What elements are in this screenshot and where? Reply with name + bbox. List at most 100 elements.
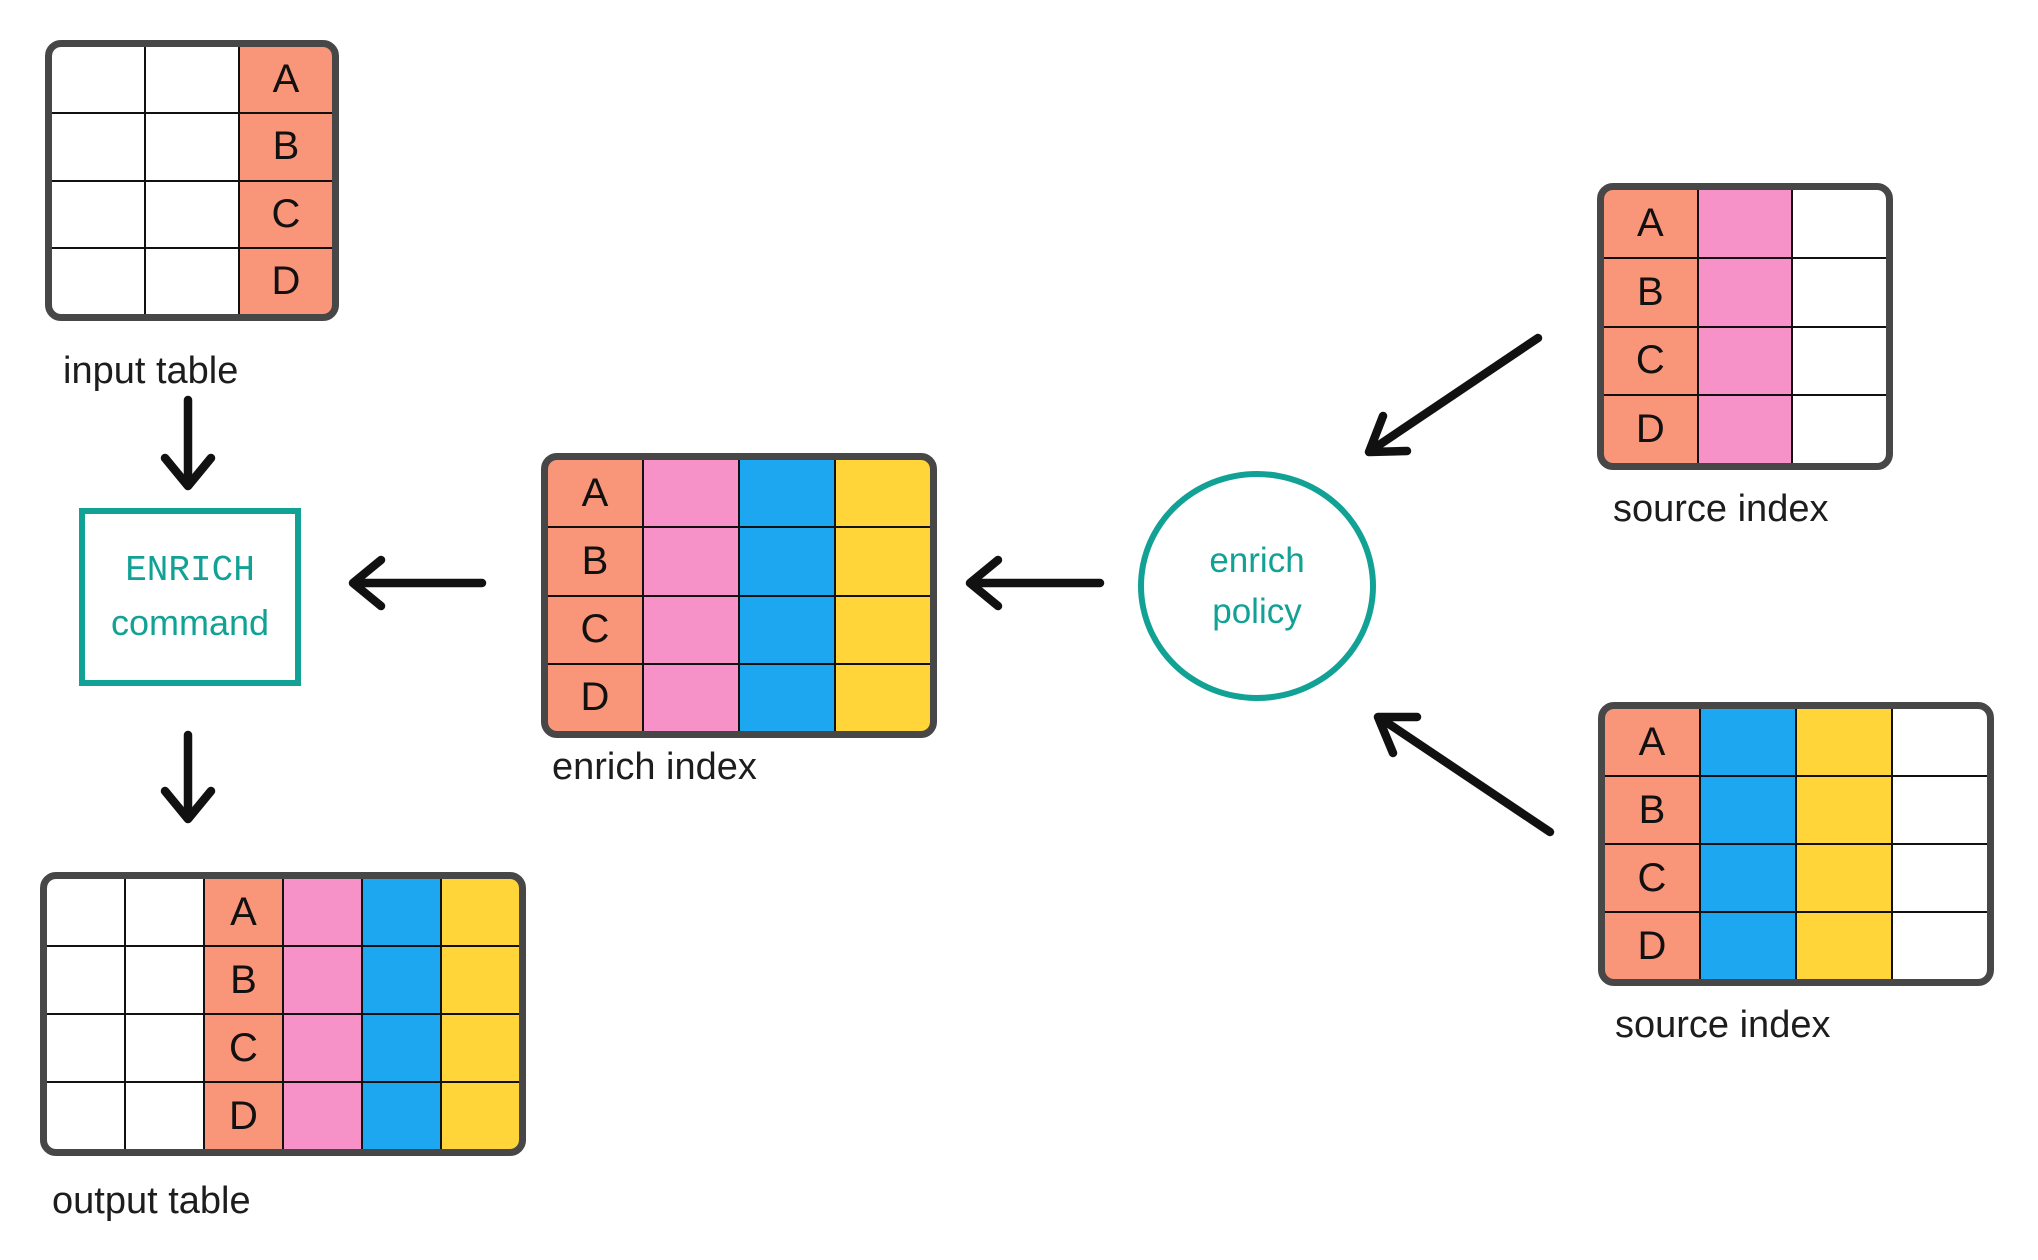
table-cell bbox=[126, 1083, 203, 1149]
table-cell bbox=[740, 596, 834, 663]
table-cell bbox=[146, 248, 238, 314]
enrich-command-box: ENRICH command bbox=[79, 508, 301, 686]
table-cell: B bbox=[1604, 258, 1697, 326]
table-cell bbox=[47, 879, 124, 945]
arrow-input-to-enrich-command bbox=[160, 395, 216, 491]
enrich-policy-line1: enrich bbox=[1209, 541, 1305, 580]
table-cell bbox=[442, 1083, 519, 1149]
table-cell bbox=[1893, 913, 1987, 979]
table-cell bbox=[1698, 327, 1792, 395]
arrow-enrich-command-to-output bbox=[160, 730, 216, 824]
enrich-policy-line2: policy bbox=[1212, 592, 1302, 631]
enrich-command-keyword: ENRICH bbox=[125, 550, 255, 591]
enrich-policy-circle: enrich policy bbox=[1138, 471, 1376, 701]
arrow-policy-to-enrich-index bbox=[965, 555, 1105, 611]
table-cell bbox=[52, 248, 144, 314]
table-cell bbox=[363, 1083, 440, 1149]
table-cell bbox=[644, 596, 738, 663]
table-cell: C bbox=[1604, 327, 1697, 395]
table-cell bbox=[363, 947, 440, 1013]
table-cell bbox=[740, 664, 834, 731]
table-cell bbox=[836, 596, 930, 663]
table-cell: A bbox=[548, 460, 642, 527]
table-cell bbox=[644, 460, 738, 527]
table-cell bbox=[644, 528, 738, 595]
table-cell: C bbox=[548, 596, 642, 663]
input-table-label: input table bbox=[63, 350, 239, 392]
enrich-index-label: enrich index bbox=[552, 746, 757, 788]
table-cell bbox=[1793, 327, 1886, 395]
table-cell bbox=[1797, 709, 1891, 775]
table-cell bbox=[146, 114, 238, 180]
table-cell: C bbox=[240, 181, 332, 247]
table-cell bbox=[146, 181, 238, 247]
table-cell bbox=[146, 47, 238, 113]
enrich-command-word: command bbox=[110, 602, 270, 643]
table-cell bbox=[363, 879, 440, 945]
table-cell bbox=[52, 47, 144, 113]
table-cell: C bbox=[1605, 845, 1699, 911]
table-cell bbox=[1893, 845, 1987, 911]
table-cell: B bbox=[240, 114, 332, 180]
table-cell: D bbox=[1604, 396, 1697, 463]
table-cell bbox=[363, 1015, 440, 1081]
table-cell bbox=[442, 1015, 519, 1081]
table-cell bbox=[1793, 190, 1886, 257]
table-cell bbox=[1793, 396, 1886, 463]
table-cell bbox=[284, 1083, 361, 1149]
table-cell: D bbox=[240, 248, 332, 314]
table-cell bbox=[1698, 190, 1792, 257]
table-cell bbox=[836, 528, 930, 595]
table-cell bbox=[1701, 709, 1795, 775]
source-index-top-label: source index bbox=[1613, 488, 1829, 530]
output-table-label: output table bbox=[52, 1180, 251, 1222]
table-cell: A bbox=[1604, 190, 1697, 257]
table-cell bbox=[126, 879, 203, 945]
table-cell bbox=[1701, 913, 1795, 979]
table-cell: B bbox=[548, 528, 642, 595]
table-cell: D bbox=[1605, 913, 1699, 979]
table-cell bbox=[1797, 845, 1891, 911]
table-cell bbox=[644, 664, 738, 731]
arrow-enrich-index-to-command bbox=[348, 555, 487, 611]
table-cell bbox=[47, 1015, 124, 1081]
table-cell bbox=[1797, 777, 1891, 843]
source-index-bottom-label: source index bbox=[1615, 1004, 1831, 1046]
table-cell bbox=[740, 460, 834, 527]
table-cell bbox=[442, 879, 519, 945]
table-cell: C bbox=[205, 1015, 282, 1081]
table-cell bbox=[126, 1015, 203, 1081]
table-cell bbox=[1701, 845, 1795, 911]
table-cell: D bbox=[205, 1083, 282, 1149]
table-cell bbox=[52, 114, 144, 180]
table-cell bbox=[442, 947, 519, 1013]
table-cell bbox=[1698, 396, 1792, 463]
table-cell bbox=[47, 947, 124, 1013]
arrow-source-bottom-to-policy bbox=[1373, 712, 1555, 837]
table-cell bbox=[47, 1083, 124, 1149]
table-cell bbox=[1797, 913, 1891, 979]
table-cell bbox=[740, 528, 834, 595]
table-cell: B bbox=[205, 947, 282, 1013]
table-cell: B bbox=[1605, 777, 1699, 843]
arrow-source-top-to-policy bbox=[1364, 333, 1543, 457]
table-cell bbox=[1698, 258, 1792, 326]
table-cell: A bbox=[205, 879, 282, 945]
table-cell bbox=[1793, 258, 1886, 326]
table-cell bbox=[836, 664, 930, 731]
table-cell bbox=[284, 947, 361, 1013]
table-cell bbox=[836, 460, 930, 527]
table-cell: D bbox=[548, 664, 642, 731]
table-cell bbox=[126, 947, 203, 1013]
table-cell: A bbox=[240, 47, 332, 113]
table-cell bbox=[1893, 777, 1987, 843]
table-cell bbox=[1893, 709, 1987, 775]
table-cell bbox=[1701, 777, 1795, 843]
table-cell bbox=[284, 1015, 361, 1081]
